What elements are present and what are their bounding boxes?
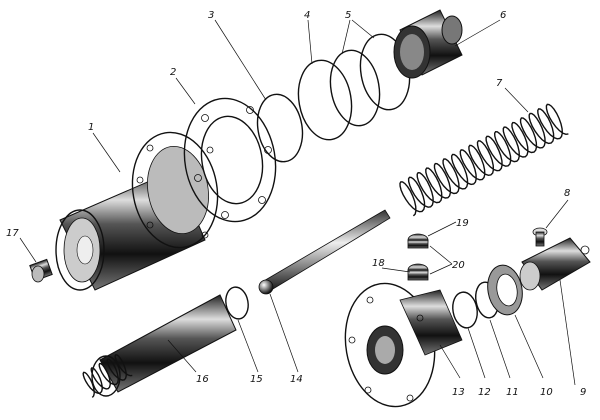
callout-3: 3 [208,10,214,21]
part-3-split-ring [256,93,304,163]
part-1-cylinder [55,131,219,291]
callout-1: 1 [88,122,94,133]
part-4-ring [297,59,353,141]
callout-5: 5 [345,10,351,21]
callout-6: 6 [500,10,506,21]
part-7-spring [399,103,569,217]
part-6-piston [393,9,463,79]
callout-20: 20 [452,260,465,271]
callout-16: 16 [196,374,209,385]
callout-15: 15 [250,374,263,385]
part-17-plug [29,258,53,283]
part-8-pin [532,227,548,247]
part-16-sleeve [82,294,237,398]
callout-7: 7 [496,78,503,89]
callout-10: 10 [540,387,553,398]
part-9-clevis [519,237,591,291]
callout-8: 8 [564,188,570,199]
callout-18: 18 [372,258,385,269]
callout-14: 14 [290,374,303,385]
callout-11: 11 [506,387,519,398]
callout-19: 19 [456,218,469,229]
callout-12: 12 [478,387,491,398]
part-2-gasket [183,97,277,223]
callout-2: 2 [170,67,176,78]
callout-9: 9 [580,387,586,398]
callout-4: 4 [304,10,310,21]
part-10-disc [487,264,523,316]
part-14-rod [258,209,391,295]
callout-13: 13 [452,387,465,398]
part-18-19-20-valve [407,233,429,281]
callout-17: 17 [6,228,19,239]
callouts: 1 2 3 4 5 6 7 8 9 10 11 12 13 14 15 16 [6,10,586,398]
part-15-ring [225,286,249,320]
part-12-washer [452,291,478,329]
part-13-flange [344,282,463,408]
